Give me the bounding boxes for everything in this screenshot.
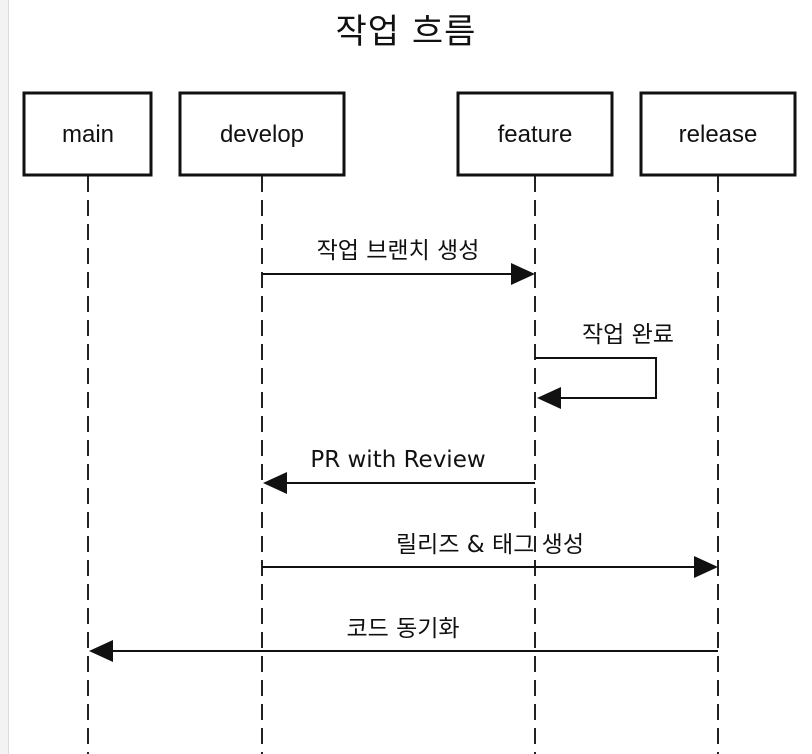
participant-release-label: release (679, 121, 758, 148)
diagram-title: 작업 흐름 (335, 12, 477, 52)
message-pr-review-label: PR with Review (310, 447, 485, 473)
participant-develop-label: develop (220, 121, 304, 148)
participant-main-box (22, 91, 153, 177)
participant-develop-box (178, 91, 346, 177)
arrowhead-right-icon (511, 263, 535, 285)
participant-main: main (22, 91, 153, 177)
message-pr-review: PR with Review (263, 447, 535, 494)
participant-feature-box (456, 91, 614, 177)
message-create-branch: 작업 브랜치 생성 (262, 238, 535, 285)
message-create-branch-label: 작업 브랜치 생성 (317, 238, 480, 264)
participant-develop: develop (178, 91, 346, 177)
message-work-done-label: 작업 완료 (582, 322, 674, 348)
arrowhead-left-icon (537, 387, 561, 409)
arrowhead-left-icon (89, 640, 113, 662)
message-work-done: 작업 완료 (535, 322, 674, 409)
arrowhead-left-icon (263, 472, 287, 494)
message-code-sync: 코드 동기화 (89, 616, 718, 662)
message-release-tag: 릴리즈 & 태그 생성 (262, 532, 718, 578)
arrowhead-right-icon (694, 556, 718, 578)
left-edge-divider (0, 0, 9, 754)
message-code-sync-label: 코드 동기화 (346, 616, 459, 642)
message-work-done-line (535, 357, 657, 399)
participant-release: release (639, 91, 797, 177)
participant-release-box (639, 91, 797, 177)
participant-main-label: main (62, 121, 114, 148)
message-release-tag-label: 릴리즈 & 태그 생성 (396, 532, 584, 558)
participant-feature: feature (456, 91, 614, 177)
participant-feature-label: feature (498, 121, 573, 148)
